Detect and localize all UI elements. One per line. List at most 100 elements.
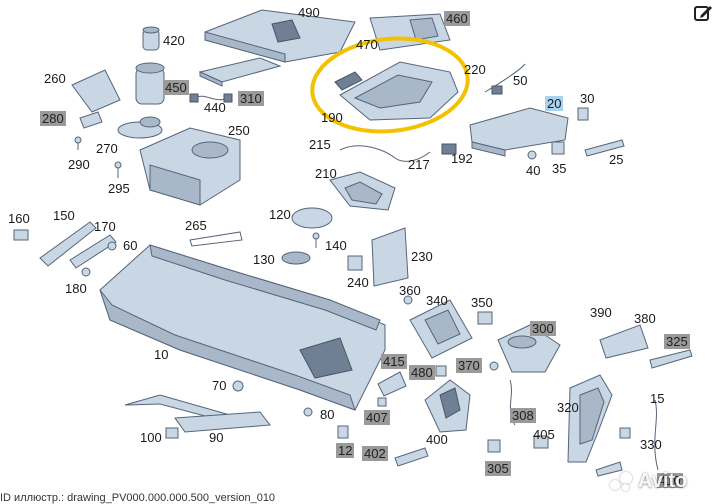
part-480: [435, 365, 447, 377]
part-300-cup-unit: [497, 324, 561, 373]
part-400-module: [424, 379, 471, 433]
label-230: 230: [411, 249, 433, 264]
screw-290: [74, 136, 82, 150]
part-407: [377, 397, 387, 407]
part-170: [69, 234, 117, 269]
label-260: 260: [44, 71, 66, 86]
label-192: 192: [451, 151, 473, 166]
label-150: 150: [53, 208, 75, 223]
label-340: 340: [426, 293, 448, 308]
part-12: [337, 425, 349, 439]
label-100: 100: [140, 430, 162, 445]
label-480: 480: [409, 365, 435, 380]
label-308: 308: [510, 408, 536, 423]
label-410: 410: [657, 473, 683, 488]
label-390: 390: [590, 305, 612, 320]
label-10: 10: [154, 347, 169, 362]
label-490: 490: [298, 5, 320, 20]
part-150: [39, 221, 97, 267]
avito-brand-text: Avito: [638, 469, 688, 492]
part-10-main-console: [99, 244, 386, 411]
label-420: 420: [163, 33, 185, 48]
part-350: [477, 311, 493, 325]
part-100: [165, 427, 179, 439]
part-330: [619, 427, 631, 439]
label-450: 450: [163, 80, 189, 95]
part-130: [281, 251, 311, 265]
label-160: 160: [8, 211, 30, 226]
label-320: 320: [557, 400, 579, 415]
part-20-control-unit: [469, 107, 569, 157]
label-20: 20: [545, 96, 564, 111]
label-90: 90: [209, 430, 224, 445]
label-290: 290: [68, 157, 90, 172]
avito-watermark: Avito: [608, 468, 714, 494]
label-350: 350: [471, 295, 493, 310]
part-402: [394, 447, 429, 467]
part-310-mat: [198, 57, 282, 87]
part-30: [577, 107, 589, 121]
part-450-cup-holder: [135, 62, 165, 105]
label-80: 80: [320, 407, 335, 422]
part-160: [13, 229, 29, 241]
label-405: 405: [533, 427, 555, 442]
label-325: 325: [664, 334, 690, 349]
part-410: [595, 461, 623, 477]
part-440-cable: [189, 93, 233, 103]
part-320-bracket: [567, 374, 613, 463]
part-140: [312, 232, 320, 248]
part-50-cable: [484, 63, 526, 95]
label-370: 370: [456, 358, 482, 373]
label-180: 180: [65, 281, 87, 296]
label-360: 360: [399, 283, 421, 298]
part-210-frame: [329, 171, 396, 211]
part-490-top-panel: [204, 9, 356, 63]
label-270: 270: [96, 141, 118, 156]
label-220: 220: [464, 62, 486, 77]
part-90-trim: [174, 411, 271, 433]
label-400: 400: [426, 432, 448, 447]
part-380-390: [599, 324, 649, 359]
part-280-clip: [79, 111, 103, 129]
part-265-bracket: [189, 231, 243, 247]
part-260-panel: [71, 69, 121, 113]
part-360: [403, 295, 413, 305]
label-407: 407: [364, 410, 390, 425]
screw-40: [527, 150, 537, 160]
label-265: 265: [185, 218, 207, 233]
part-35: [551, 141, 565, 155]
edit-pencil-icon[interactable]: [692, 2, 714, 24]
part-270-tray: [117, 116, 163, 139]
label-12: 12: [336, 443, 355, 458]
part-370: [489, 361, 499, 371]
part-60: [107, 241, 117, 251]
label-330: 330: [640, 437, 662, 452]
label-210: 210: [315, 166, 337, 181]
part-70: [232, 380, 244, 392]
part-340-bezel: [409, 299, 473, 359]
label-60: 60: [123, 238, 138, 253]
label-305: 305: [485, 461, 511, 476]
part-120-lid: [291, 207, 333, 229]
screw-295: [114, 161, 122, 178]
part-325: [649, 349, 693, 369]
label-170: 170: [94, 219, 116, 234]
label-402: 402: [362, 446, 388, 461]
part-192: [441, 143, 457, 155]
label-50: 50: [513, 73, 528, 88]
part-15-wire: [654, 399, 659, 471]
part-305: [487, 439, 501, 453]
label-130: 130: [253, 252, 275, 267]
part-420: [142, 26, 160, 51]
part-180: [81, 267, 91, 277]
part-415: [377, 371, 407, 397]
avito-logo-icon: [608, 470, 634, 492]
label-70: 70: [212, 378, 227, 393]
part-230: [371, 227, 409, 287]
label-120: 120: [269, 207, 291, 222]
label-190: 190: [321, 110, 343, 125]
label-415: 415: [381, 354, 407, 369]
label-25: 25: [609, 152, 624, 167]
label-380: 380: [634, 311, 656, 326]
